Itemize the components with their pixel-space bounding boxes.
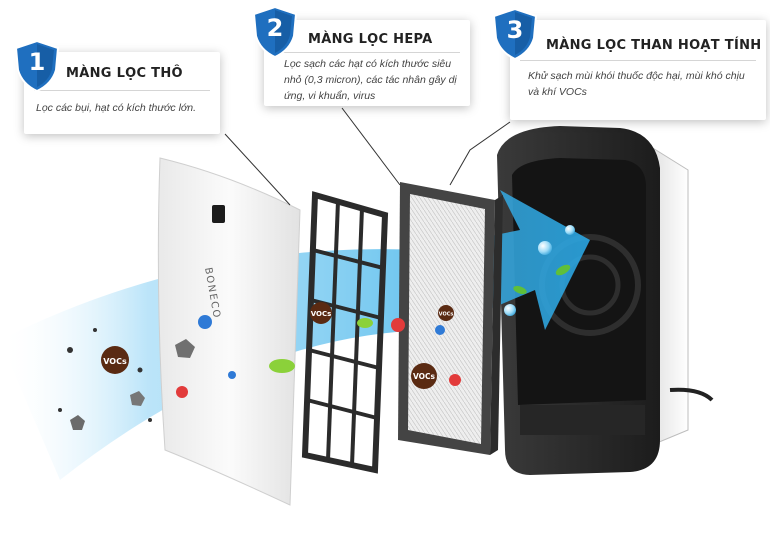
shield-badge-1: 1 <box>14 39 60 93</box>
voc-markers: VOCs VOCs VOCs VOCs <box>101 302 454 389</box>
divider <box>274 52 460 53</box>
purifier-unit <box>497 126 714 475</box>
badge-number: 2 <box>266 14 284 42</box>
shield-icon <box>492 7 538 61</box>
filter-title: MÀNG LỌC HEPA <box>308 32 433 47</box>
leader-lines <box>224 107 511 206</box>
badge-number: 1 <box>28 48 46 76</box>
shield-badge-2: 2 <box>252 5 298 59</box>
filter-card-carbon: MÀNG LỌC THAN HOẠT TÍNH Khử sạch mùi khó… <box>510 20 766 120</box>
filter-description: Khử sạch mùi khói thuốc độc hại, mùi khó… <box>528 70 745 98</box>
shield-icon <box>252 5 298 59</box>
voc-label: VOCs <box>413 372 436 381</box>
voc-label: VOCs <box>311 310 332 318</box>
badge-number: 3 <box>506 16 524 44</box>
shield-badge-3: 3 <box>492 7 538 61</box>
divider <box>34 90 210 91</box>
filter-card-hepa: MÀNG LỌC HEPA Lọc sạch các hạt có kích t… <box>264 20 470 106</box>
voc-label: VOCs <box>103 357 127 366</box>
front-panel: BONECO <box>157 157 301 506</box>
filter-title: MÀNG LỌC THÔ <box>66 66 183 81</box>
shield-icon <box>14 39 60 93</box>
filter-description: Lọc sạch các hạt có kích thước siêu nhỏ … <box>284 58 457 102</box>
voc-label: VOCs <box>439 312 454 318</box>
pollutants <box>58 225 575 430</box>
coarse-filter <box>301 191 389 474</box>
divider <box>520 60 756 61</box>
filter-title: MÀNG LỌC THAN HOẠT TÍNH <box>546 38 762 53</box>
filter-description: Lọc các bụi, hạt có kích thước lớn. <box>36 102 197 114</box>
